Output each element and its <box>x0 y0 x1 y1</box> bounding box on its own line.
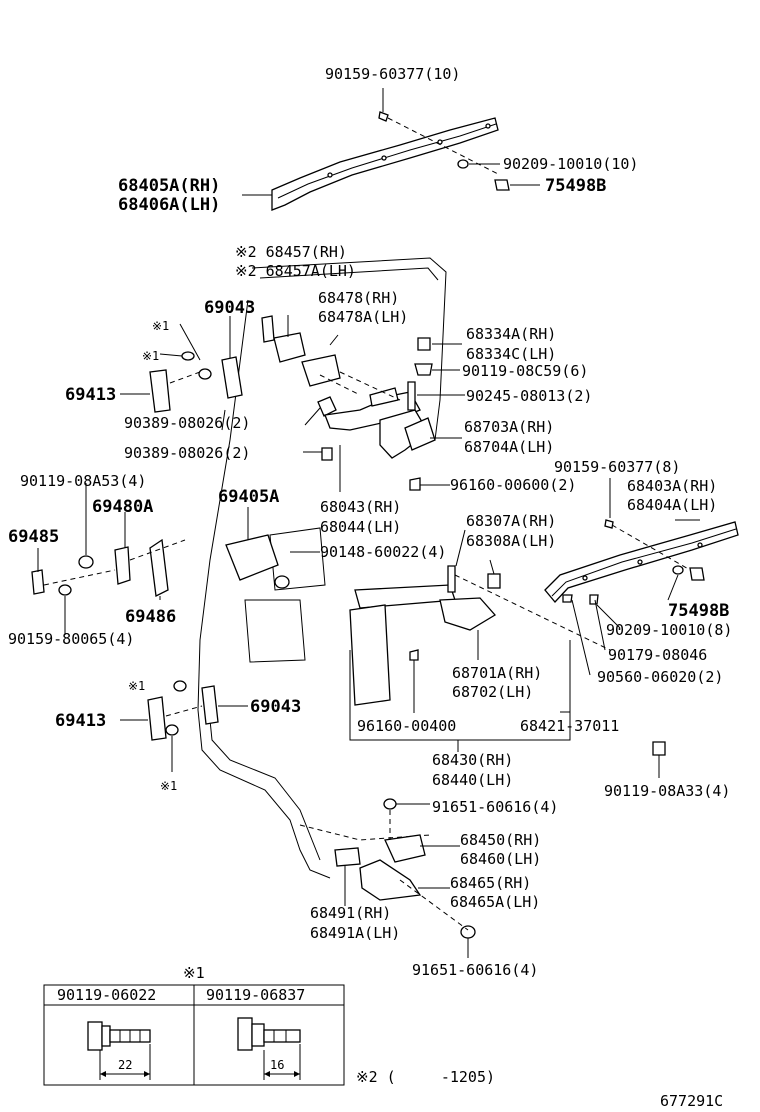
right-rail-drawing <box>544 478 739 676</box>
bolt-16-icon <box>237 1017 301 1080</box>
legend-col1-dim: 22 <box>118 1058 132 1072</box>
legend-col2-part: 90119-06837 <box>206 986 305 1004</box>
diagram-code: 677291C <box>660 1092 723 1110</box>
label-91651-60616-a: 91651-60616(4) <box>432 798 558 816</box>
label-68405a: 68405A(RH) <box>118 176 220 196</box>
label-68440: 68440(LH) <box>432 771 513 789</box>
label-90209-10010-10: 90209-10010(10) <box>503 155 638 173</box>
label-90209-10010-8: 90209-10010(8) <box>606 621 732 639</box>
legend-col2-dim: 16 <box>270 1058 284 1072</box>
label-90159-60377-10: 90159-60377(10) <box>325 65 460 83</box>
label-69480a: 69480A <box>92 497 153 517</box>
upper-left-fittings-drawing <box>120 316 243 431</box>
label-68044: 68044(LH) <box>320 518 401 536</box>
label-68308a: 68308A(LH) <box>466 532 556 550</box>
label-68403a: 68403A(RH) <box>627 477 717 495</box>
label-68701a: 68701A(RH) <box>452 664 542 682</box>
label-96160-00600: 96160-00600(2) <box>450 476 576 494</box>
label-68457: ※2 68457(RH) <box>235 243 347 261</box>
label-68450: 68450(RH) <box>460 831 541 849</box>
label-68404a: 68404A(LH) <box>627 496 717 514</box>
label-68406a: 68406A(LH) <box>118 195 220 215</box>
label-68421-37011: 68421-37011 <box>520 717 619 735</box>
upper-rail-drawing <box>242 88 540 211</box>
label-90159-60377-8: 90159-60377(8) <box>554 458 680 476</box>
label-90119-08a33: 90119-08A33(4) <box>604 782 730 800</box>
label-69405a: 69405A <box>218 487 279 507</box>
label-75498b-right: 75498B <box>668 601 729 621</box>
label-68703a: 68703A(RH) <box>464 418 554 436</box>
lower-left-fittings-drawing <box>120 680 248 772</box>
label-mark1-c: ※1 <box>128 679 145 693</box>
label-69485: 69485 <box>8 527 59 547</box>
label-69486: 69486 <box>125 607 176 627</box>
label-68307a: 68307A(RH) <box>466 512 556 530</box>
label-68702: 68702(LH) <box>452 683 533 701</box>
label-68460: 68460(LH) <box>460 850 541 868</box>
label-68465: 68465(RH) <box>450 874 531 892</box>
label-mark1-d: ※1 <box>160 779 177 793</box>
label-90389-08026-a: 90389-08026(2) <box>124 414 250 432</box>
label-68478a: 68478A(LH) <box>318 308 408 326</box>
footnote-mark2: ※2 ( -1205) <box>356 1068 495 1086</box>
upper-hinge-drawing <box>261 315 465 492</box>
label-75498b-top: 75498B <box>545 176 606 196</box>
label-90119-08a53: 90119-08A53(4) <box>20 472 146 490</box>
label-mark1-a: ※1 <box>152 319 169 333</box>
label-68043: 68043(RH) <box>320 498 401 516</box>
label-90179-08046: 90179-08046 <box>608 646 707 664</box>
lower-hinge-drawing <box>334 798 476 958</box>
label-90389-08026-b: 90389-08026(2) <box>124 444 250 462</box>
lock-parts-drawing <box>31 483 320 635</box>
label-90560-06020: 90560-06020(2) <box>597 668 723 686</box>
label-69043-top: 69043 <box>204 298 255 318</box>
label-68491: 68491(RH) <box>310 904 391 922</box>
label-96160-00400: 96160-00400 <box>357 717 456 735</box>
label-90159-80065: 90159-80065(4) <box>8 630 134 648</box>
door-check-drawing <box>349 529 666 778</box>
label-69413-top: 69413 <box>65 385 116 405</box>
legend-title: ※1 <box>183 964 205 982</box>
door-outline-drawing <box>197 257 447 879</box>
label-68334c: 68334C(LH) <box>466 345 556 363</box>
label-68491a: 68491A(LH) <box>310 924 400 942</box>
label-68334a: 68334A(RH) <box>466 325 556 343</box>
legend-table: ※1 90119-06022 90119-06837 22 <box>43 964 345 1086</box>
label-90245-08013: 90245-08013(2) <box>466 387 592 405</box>
label-68478: 68478(RH) <box>318 289 399 307</box>
bolt-22-icon <box>87 1021 151 1080</box>
label-68457a: ※2 68457A(LH) <box>235 262 356 280</box>
label-90148-60022: 90148-60022(4) <box>320 543 446 561</box>
label-69413-bottom: 69413 <box>55 711 106 731</box>
label-68465a: 68465A(LH) <box>450 893 540 911</box>
label-90119-08c59: 90119-08C59(6) <box>462 362 588 380</box>
legend-col1-part: 90119-06022 <box>57 986 156 1004</box>
label-91651-60616-b: 91651-60616(4) <box>412 961 538 979</box>
label-68430: 68430(RH) <box>432 751 513 769</box>
label-68704a: 68704A(LH) <box>464 438 554 456</box>
label-mark1-b: ※1 <box>142 349 159 363</box>
label-69043-bottom: 69043 <box>250 697 301 717</box>
